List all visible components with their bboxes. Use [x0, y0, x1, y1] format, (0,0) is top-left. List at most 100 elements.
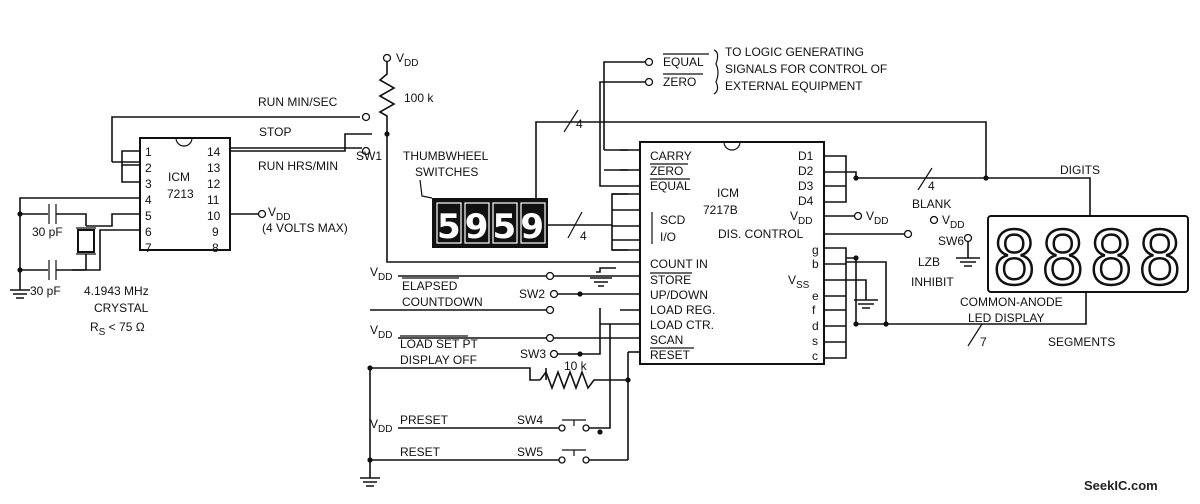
- pin-label: LOAD REG.: [650, 303, 715, 317]
- bus-width-label: 4: [576, 117, 583, 131]
- equal-zero-outputs: EQUAL ZERO TO LOGIC GENERATING SIGNALS F…: [599, 45, 887, 187]
- pin-label: D4: [798, 194, 814, 208]
- pin-label: 1: [145, 145, 152, 159]
- load-set-pt-label: LOAD SET PT: [400, 337, 478, 351]
- sw1-label: SW1: [356, 149, 382, 163]
- pin-label: VDD: [790, 209, 812, 227]
- icm7213-left-pins: 1 2 3 4 5 6 7: [145, 145, 152, 255]
- run-hrs-min-label: RUN HRS/MIN: [258, 159, 338, 173]
- pin-label: c: [812, 349, 818, 363]
- pin-label: 2: [145, 161, 152, 175]
- pin-label: f: [812, 303, 816, 317]
- vdd-label: VDD: [866, 209, 888, 227]
- pin-label: DIS. CONTROL: [718, 227, 804, 241]
- thumbwheel-switches: 5959: [432, 198, 548, 248]
- zero-output-label: ZERO: [663, 75, 696, 89]
- icm7217-chip: ICM 7217B CARRY ZERO EQUAL SCD I/O COUNT…: [639, 141, 825, 365]
- pin-label: EQUAL: [650, 179, 691, 193]
- vdd-label: VDD: [396, 51, 418, 69]
- display-type-label: COMMON-ANODE: [960, 295, 1063, 309]
- pin-label: b: [812, 257, 819, 271]
- bus-width-label: 4: [928, 179, 935, 193]
- sw4-label: SW4: [517, 413, 543, 427]
- vdd-label: VDD: [942, 213, 964, 231]
- lzb-label: LZB: [918, 255, 940, 269]
- countdown-label: COUNTDOWN: [402, 295, 483, 309]
- crystal-label: CRYSTAL: [94, 301, 149, 315]
- icm7217-name: ICM: [717, 186, 739, 200]
- pin-label: LOAD CTR.: [650, 318, 714, 332]
- pin-label: 10: [207, 209, 221, 223]
- pin-label: 9: [212, 225, 219, 239]
- sw1-pullup: VDD 100 k: [378, 51, 620, 263]
- pin-label: 4: [145, 193, 152, 207]
- bus-width-label: 4: [580, 229, 587, 243]
- to-logic-note: TO LOGIC GENERATING: [725, 45, 864, 59]
- pin-label: 5: [145, 209, 152, 223]
- thumbwheel-label: THUMBWHEEL: [403, 149, 489, 163]
- elapsed-label: ELAPSED: [402, 279, 458, 293]
- pin-label: g: [812, 243, 819, 257]
- pin-label: RESET: [650, 348, 691, 362]
- watermark: SeekIC.com: [1084, 478, 1158, 493]
- icm7213-chip: ICM 7213 1 2 3 4 5 6 7 14 13 12 11 10 9 …: [139, 137, 231, 255]
- blank-label: BLANK: [912, 197, 951, 211]
- icm7217-part: 7217B: [703, 203, 738, 217]
- sw3-label: SW3: [520, 347, 546, 361]
- pin-label: ZERO: [650, 164, 683, 178]
- display-off-label: DISPLAY OFF: [400, 353, 477, 367]
- thumbwheel-label: SWITCHES: [415, 165, 478, 179]
- pin-label: 8: [212, 241, 219, 255]
- pin-label: e: [812, 289, 819, 303]
- led-display: 8888 COMMON-ANODE LED DISPLAY: [960, 215, 1189, 325]
- pin-label: D2: [798, 164, 814, 178]
- resistor-label: 100 k: [404, 91, 434, 105]
- pin-label: D3: [798, 179, 814, 193]
- to-logic-note: SIGNALS FOR CONTROL OF: [725, 62, 887, 76]
- pin-label: VSS: [788, 273, 810, 291]
- pin-label: SCAN: [650, 333, 683, 347]
- icm7213-name: ICM: [168, 170, 190, 184]
- segments-label: SEGMENTS: [1048, 335, 1115, 349]
- to-logic-note: EXTERNAL EQUIPMENT: [725, 79, 863, 93]
- pin-label: 11: [207, 193, 220, 207]
- crystal-oscillator: 30 pF 30 pF 4.1943 MHz CRYSTAL RS < 75 Ω: [10, 204, 149, 338]
- capacitor-label: 30 pF: [30, 284, 61, 298]
- vdd-max-note: (4 VOLTS MAX): [262, 221, 348, 235]
- pin-label: 7: [145, 241, 152, 255]
- sw5-label: SW5: [517, 445, 543, 459]
- pin-label: I/O: [660, 230, 676, 244]
- pin-label: 13: [207, 161, 221, 175]
- icm7213-wiring: [19, 112, 372, 290]
- pin-label: STORE: [650, 273, 691, 287]
- pin-label: SCD: [660, 213, 686, 227]
- inhibit-label: INHIBIT: [911, 275, 954, 289]
- bus-width-label: 7: [980, 335, 987, 349]
- vdd-label: VDD: [268, 205, 290, 223]
- pin-label: d: [812, 319, 819, 333]
- icm7213-right-pins: 14 13 12 11 10 9 8: [207, 145, 221, 255]
- pin-label: 6: [145, 225, 152, 239]
- icm7217-right-pins: D1 D2 D3 D4 VDD DIS. CONTROL g b VSS e f…: [718, 149, 819, 363]
- stop-label: STOP: [259, 125, 291, 139]
- digit-driver-wiring: 4 DIGITS BLANK VDD VDD SW6 LZB INHIBIT 7…: [824, 155, 1115, 359]
- switch-rows: VDD ELAPSED COUNTDOWN SW2 VDD LOAD SET P…: [360, 265, 640, 487]
- pin-label: 12: [207, 177, 221, 191]
- reset-label: RESET: [400, 445, 441, 459]
- icm7213-part: 7213: [167, 187, 194, 201]
- crystal-resistance: RS < 75 Ω: [90, 320, 145, 338]
- pin-label: COUNT IN: [650, 257, 708, 271]
- sw2-label: SW2: [519, 287, 545, 301]
- digits-label: DIGITS: [1060, 163, 1100, 177]
- pin-label: D1: [798, 149, 814, 163]
- pin-label: 14: [207, 145, 221, 159]
- icm7217-left-pins: CARRY ZERO EQUAL SCD I/O COUNT IN STORE …: [650, 149, 715, 362]
- run-min-sec-label: RUN MIN/SEC: [258, 95, 338, 109]
- capacitor-label: 30 pF: [32, 225, 63, 239]
- resistor-label: 10 k: [564, 359, 588, 373]
- equal-output-label: EQUAL: [663, 55, 704, 69]
- pin-label: 3: [145, 177, 152, 191]
- vdd-label: VDD: [370, 323, 392, 341]
- sw6-label: SW6: [938, 234, 964, 248]
